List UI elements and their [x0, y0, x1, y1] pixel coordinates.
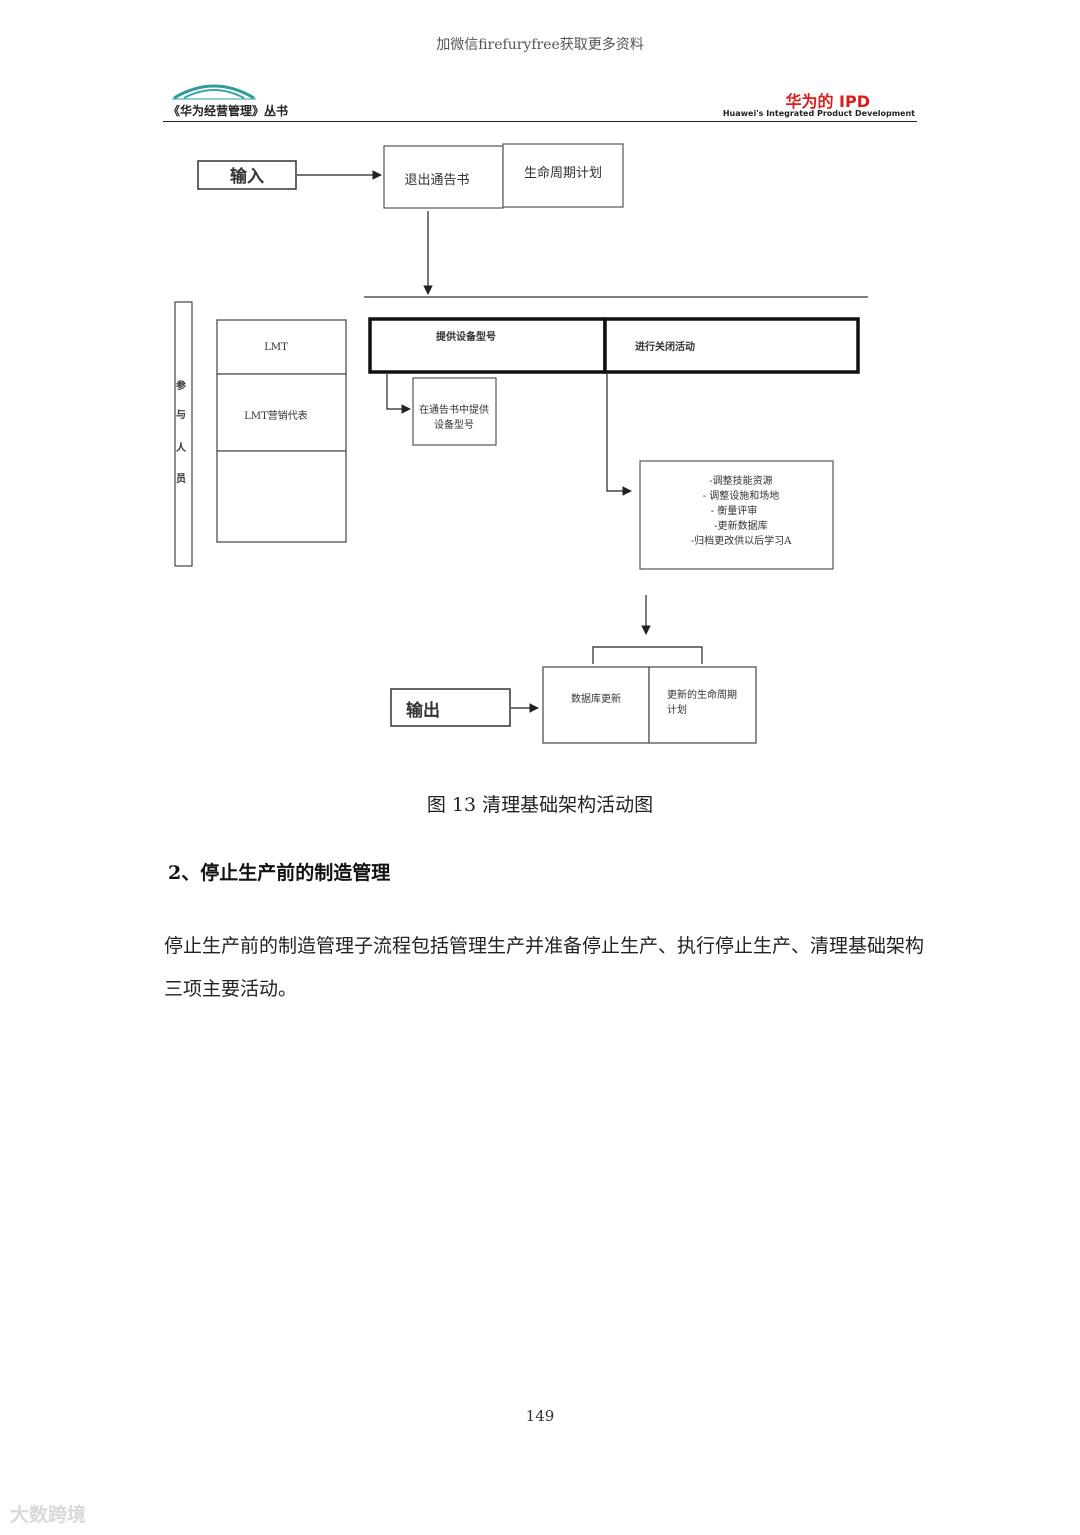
role-box-empty: [216, 450, 347, 543]
output-bracket: [592, 646, 703, 664]
connector-close-tasks: [606, 374, 632, 496]
output-doc-2-line-2: 计划: [667, 703, 687, 716]
body-paragraph: 停止生产前的制造管理子流程包括管理生产并准备停止生产、执行停止生产、清理基础架构…: [164, 935, 925, 1000]
input-doc-2: 生命周期计划: [524, 165, 602, 181]
output-doc-box-2: [648, 666, 757, 744]
output-label: 输出: [406, 700, 440, 721]
header-divider: [163, 121, 917, 122]
input-label: 输入: [230, 166, 264, 187]
corner-watermark: 大数跨境: [10, 1504, 87, 1526]
participants-char-4: 员: [176, 473, 186, 485]
role-lmt: LMT: [264, 342, 288, 353]
activity-box-close: [603, 317, 860, 374]
activity-box-provide-model: [368, 317, 607, 374]
input-box: [197, 160, 297, 190]
role-lmt-marketing: LMT营销代表: [244, 409, 308, 422]
brand-subtitle: Huawei's Integrated Product Development: [722, 109, 915, 118]
output-box: [390, 688, 511, 727]
figure-caption: 图 13 清理基础架构活动图: [426, 794, 654, 816]
brand-title: 华为的 IPD: [785, 92, 870, 111]
series-logo: [172, 84, 256, 100]
sub-activity-box: [412, 377, 497, 446]
input-doc-1: 退出通告书: [404, 173, 469, 188]
output-doc-2-line-1: 更新的生命周期: [667, 688, 737, 701]
participants-char-3: 人: [176, 441, 187, 454]
participants-box: [174, 301, 193, 567]
close-task-2: - 调整设施和场地: [703, 489, 780, 502]
close-task-1: -调整技能资源: [709, 474, 772, 487]
input-doc-box-2: [502, 143, 624, 208]
participants-char-1: 参: [176, 379, 186, 392]
participants-char-2: 与: [176, 408, 186, 421]
role-box-lmt-marketing: [216, 373, 347, 452]
output-doc-1: 数据库更新: [571, 692, 621, 705]
activity-provide-model: 提供设备型号: [436, 330, 496, 343]
output-doc-box-1: [542, 666, 650, 744]
page-number: 149: [525, 1407, 555, 1425]
activity-close: 进行关闭活动: [635, 340, 695, 353]
top-watermark: 加微信firefuryfree获取更多资料: [436, 37, 644, 53]
sub-activity-line-2: 设备型号: [434, 418, 474, 431]
close-task-4: -更新数据库: [714, 519, 767, 532]
close-task-5: -归档更改供以后学习A: [691, 534, 792, 547]
series-title: 《华为经营管理》丛书: [168, 104, 289, 118]
activity-diagram: 输入 退出通告书 生命周期计划 参 与 人 员 LMT LMT营销代表 提供设备…: [174, 143, 868, 744]
connector-sub-activity: [386, 374, 411, 414]
close-task-3: - 衡量评审: [711, 504, 758, 517]
close-tasks-box: [639, 460, 834, 570]
section-heading: 2、停止生产前的制造管理: [168, 862, 391, 884]
sub-activity-line-1: 在通告书中提供: [419, 403, 489, 416]
